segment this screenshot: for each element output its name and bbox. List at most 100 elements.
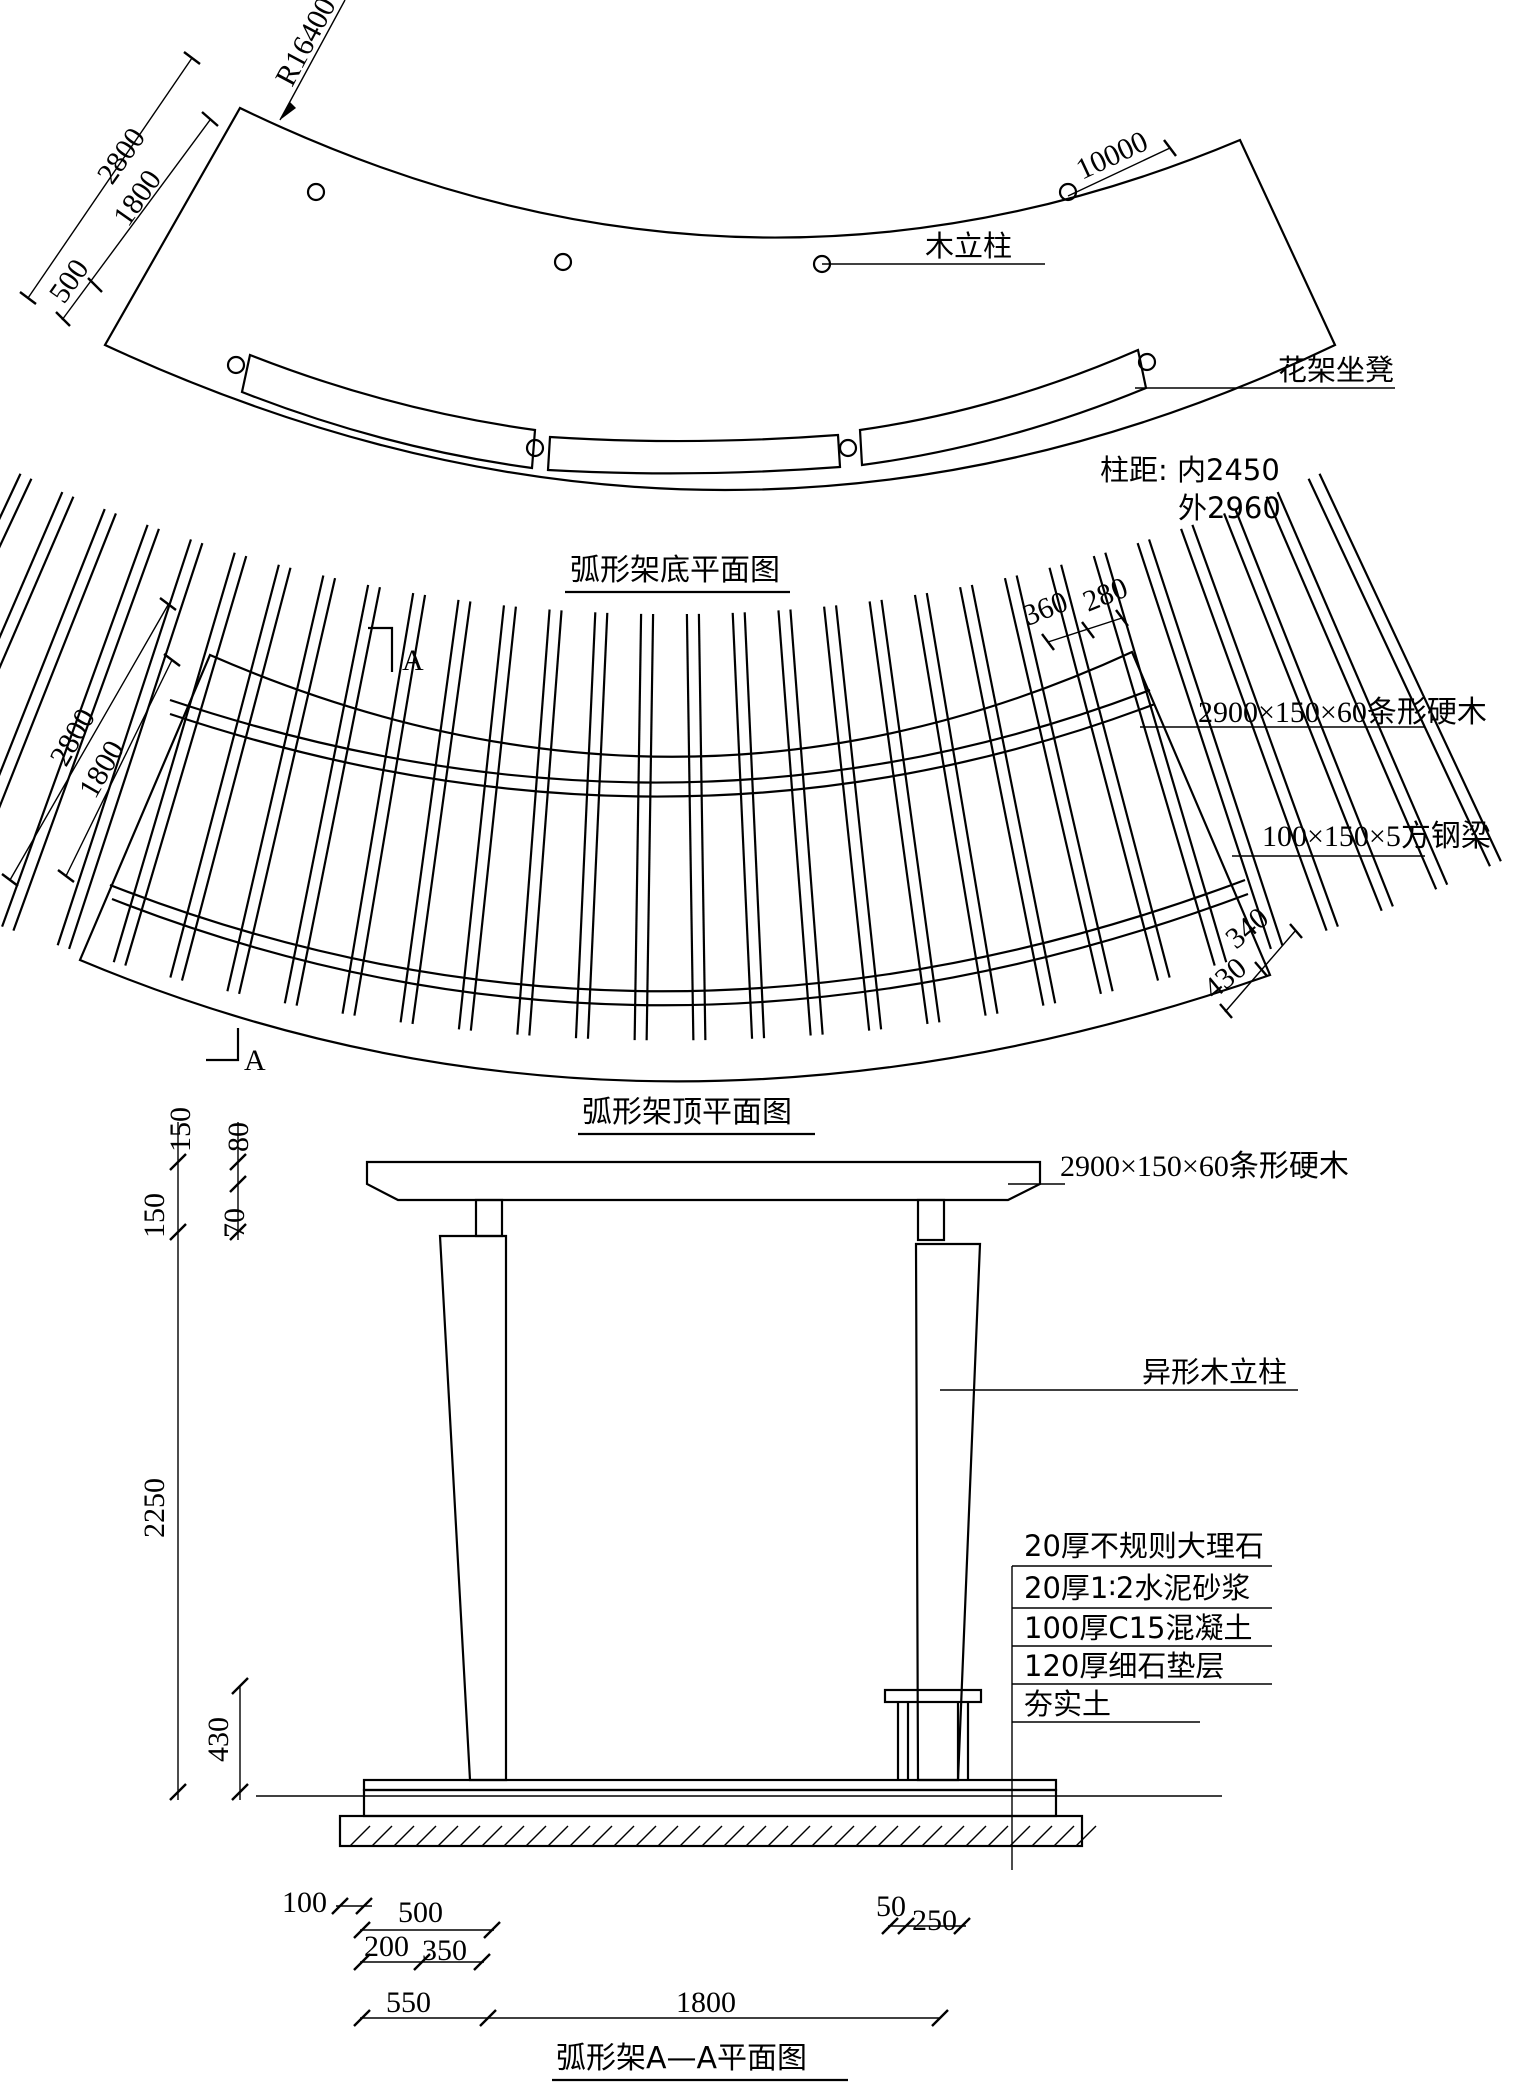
wood-slat [283, 584, 370, 1004]
label-bench: 花架坐凳 [1278, 353, 1394, 387]
steel-beam-upper [169, 688, 1151, 784]
hatch-stroke [613, 1825, 635, 1847]
layer-label: 20厚不规则大理石 [1024, 1529, 1264, 1563]
wood-slat [633, 613, 643, 1041]
steel-beam-upper [169, 702, 1156, 798]
wood-slat [1136, 542, 1272, 950]
section-mark-top-label: A [402, 644, 424, 677]
wood-slat [697, 613, 707, 1041]
dim-250: 250 [912, 1904, 957, 1937]
wood-slat [1318, 473, 1502, 862]
wood-slat [1148, 539, 1284, 946]
wood-slat [411, 601, 472, 1025]
wood-slat [353, 594, 427, 1016]
wood-slat [913, 594, 987, 1016]
label-section-wood: 2900×150×60条形硬木 [1060, 1150, 1349, 1183]
wood-slat [56, 539, 192, 946]
section-aa: 2900×150×60条形硬木 异形木立柱 20厚不规则大理石 20厚1∶2水泥… [138, 1107, 1349, 2082]
hatch-stroke [1053, 1825, 1075, 1847]
wood-slat [685, 614, 695, 1041]
wood-slat [823, 606, 871, 1031]
wood-slat [1015, 575, 1114, 992]
wood-slat [238, 577, 337, 995]
hatch-stroke [789, 1825, 811, 1847]
plan-top-dim-340: 340 [1219, 901, 1275, 955]
plan-top-dim-line-upper [1047, 617, 1123, 643]
hatch-stroke [349, 1825, 371, 1847]
plan-top-left-dims [1, 597, 181, 887]
layer-label: 120厚细石垫层 [1024, 1649, 1224, 1683]
hatch-stroke [921, 1825, 943, 1847]
plan-bottom-right-dim-line [1067, 147, 1171, 197]
concrete-layer [338, 1814, 1084, 1848]
bench-left [240, 353, 537, 470]
wood-slat [1265, 496, 1438, 890]
dim-550: 550 [386, 1986, 431, 2019]
dim-500: 500 [398, 1896, 443, 1929]
wood-slat [1234, 508, 1394, 907]
plan-bottom-outline [103, 106, 1337, 491]
wood-slat [1180, 528, 1328, 932]
radius-leader [279, 0, 346, 121]
wood-slat [834, 605, 883, 1030]
hatch-stroke [393, 1825, 415, 1847]
wood-slat [112, 552, 236, 963]
dim-150: 150 [138, 1193, 171, 1238]
wood-slat [645, 614, 655, 1041]
section-bottom-dims [331, 1897, 971, 2027]
bench-right [858, 348, 1148, 467]
section-title: 弧形架A—A平面图 [556, 2041, 807, 2076]
section-mark-top [368, 626, 394, 672]
hatch-stroke [811, 1825, 833, 1847]
section-left-dims [169, 1122, 249, 1801]
section-mark-bottom-label: A [244, 1044, 266, 1077]
post-marker [1137, 352, 1157, 372]
wood-slat [1048, 567, 1160, 981]
hatch-stroke [833, 1825, 855, 1847]
hatch-stroke [591, 1825, 613, 1847]
hatch-stroke [701, 1825, 723, 1847]
hatch-stroke [1009, 1825, 1031, 1847]
wood-slat [124, 555, 248, 966]
dim-2250: 2250 [138, 1478, 171, 1538]
steel-beam-lower [109, 878, 1246, 993]
wood-slat [777, 610, 812, 1036]
wood-slat [1092, 555, 1216, 966]
hatch-stroke [987, 1825, 1009, 1847]
wood-slat [743, 612, 766, 1039]
wood-slat [731, 612, 754, 1039]
left-column [438, 1234, 508, 1782]
wood-slat [399, 599, 460, 1023]
wood-slat [1307, 478, 1491, 867]
hatch-stroke [1031, 1825, 1053, 1847]
dim-1800: 1800 [676, 1986, 736, 2019]
wood-slat [169, 564, 280, 978]
wood-slat [868, 601, 929, 1025]
left-post-connector [474, 1198, 504, 1238]
radius-arrow [280, 102, 296, 120]
section-mark-bottom [206, 1028, 240, 1062]
post-marker [553, 252, 573, 272]
top-slat [365, 1160, 1042, 1202]
wood-slat [295, 586, 381, 1006]
post-marker [1058, 182, 1078, 202]
plan-top-dim-280: 280 [1078, 571, 1132, 618]
right-column [914, 1242, 982, 1782]
wood-slat [0, 473, 22, 521]
wood-slat [528, 610, 563, 1036]
label-post-spacing: 柱距: 内2450 [1100, 453, 1280, 487]
wood-slat [574, 612, 597, 1039]
dim-100: 100 [282, 1886, 327, 1919]
label-shaped-post: 异形木立柱 [1142, 1355, 1287, 1389]
wood-slat [925, 592, 999, 1014]
wood-slat [1276, 491, 1449, 886]
hatch-stroke [877, 1825, 899, 1847]
hatch-stroke [943, 1825, 965, 1847]
layer-label: 20厚1∶2水泥砂浆 [1024, 1571, 1250, 1605]
marble-layer [362, 1778, 1058, 1792]
hatch-stroke [459, 1825, 481, 1847]
label-steel-beam: 100×150×5方钢梁 [1262, 820, 1491, 853]
dim-50: 50 [876, 1890, 906, 1923]
post-marker [838, 438, 858, 458]
